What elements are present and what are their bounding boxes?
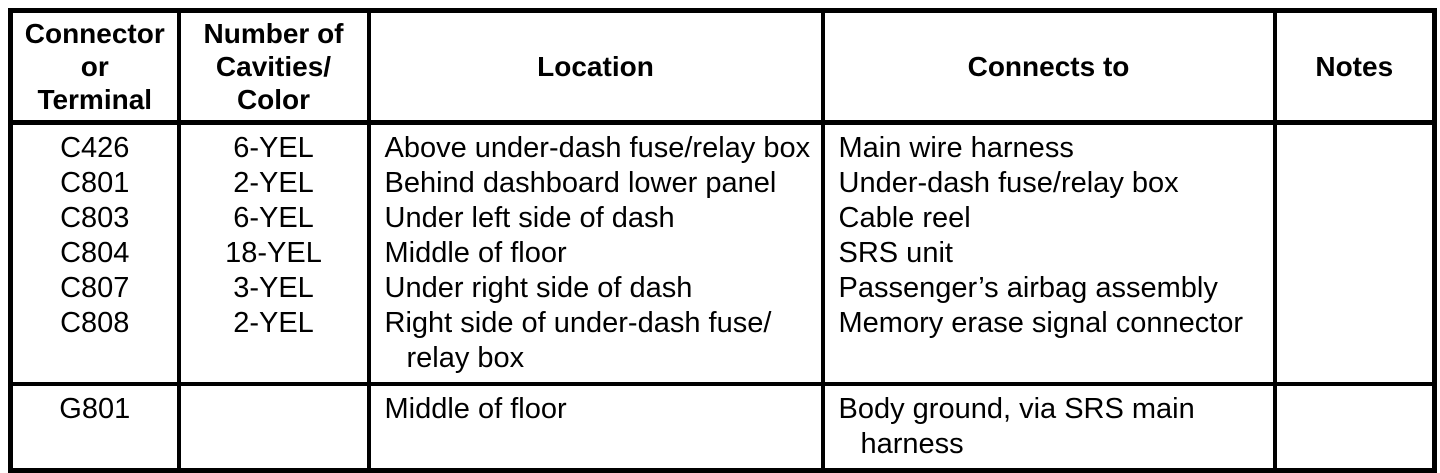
cavity-color-value: 6-YEL bbox=[233, 132, 314, 164]
connects-to-text: SRS unit bbox=[838, 237, 953, 269]
location-text: Right side of under-dash fuse/ relay box bbox=[384, 307, 772, 374]
connects-to-cell: Main wire harness Under-dash fuse/relay … bbox=[820, 120, 1277, 386]
cavity-color-value: 2-YEL bbox=[233, 167, 314, 199]
ground-row-band: G801 Middle of floor Body ground, via SR… bbox=[8, 382, 1437, 473]
connector-id: G801 bbox=[59, 393, 131, 425]
connector-id: C804 bbox=[60, 237, 130, 269]
cavities-color-cell bbox=[176, 382, 371, 473]
notes-cell bbox=[1272, 382, 1437, 473]
cavities-color-cell: 6-YEL 2-YEL 6-YEL 18-YEL 3-YEL 2-YEL bbox=[176, 120, 371, 386]
connects-to-text: Passenger’s airbag assembly bbox=[838, 272, 1218, 304]
location-text: Middle of floor bbox=[384, 393, 567, 425]
connects-to-text: Cable reel bbox=[838, 202, 971, 234]
connector-id: C807 bbox=[60, 272, 130, 304]
col-header-location: Location bbox=[366, 8, 825, 125]
col-header-notes: Notes bbox=[1272, 8, 1437, 125]
cavity-color-value: 2-YEL bbox=[233, 307, 314, 339]
connects-to-text: Body ground, via SRS main harness bbox=[838, 393, 1195, 460]
cavity-color-value: 6-YEL bbox=[233, 202, 314, 234]
location-text: Behind dashboard lower panel bbox=[384, 167, 777, 199]
location-text: Above under-dash fuse/relay box bbox=[384, 132, 811, 164]
connector-id-cell: C426 C801 C803 C804 C807 C808 bbox=[8, 120, 181, 386]
location-text: Under right side of dash bbox=[384, 272, 693, 304]
col-header-connector-or-terminal: Connector or Terminal bbox=[8, 8, 181, 125]
connects-to-text: Under-dash fuse/relay box bbox=[838, 167, 1179, 199]
connector-location-table-wrap: Connector or Terminal Number of Cavities… bbox=[8, 8, 1437, 473]
connector-id: C801 bbox=[60, 167, 130, 199]
connects-to-text: Memory erase signal connector bbox=[838, 307, 1244, 339]
header-row: Connector or Terminal Number of Cavities… bbox=[8, 8, 1437, 125]
cavity-color-value: 18-YEL bbox=[225, 237, 322, 269]
location-cell: Middle of floor bbox=[366, 382, 825, 473]
connector-rows-band: C426 C801 C803 C804 C807 C808 6-YEL 2-YE… bbox=[8, 120, 1437, 386]
col-header-number-of-cavities-color: Number of Cavities/ Color bbox=[176, 8, 371, 125]
col-header-connects-to: Connects to bbox=[820, 8, 1277, 125]
notes-cell bbox=[1272, 120, 1437, 386]
location-cell: Above under-dash fuse/relay box Behind d… bbox=[366, 120, 825, 386]
connects-to-text: Main wire harness bbox=[838, 132, 1074, 164]
connector-id-cell: G801 bbox=[8, 382, 181, 473]
connector-id: C808 bbox=[60, 307, 130, 339]
connector-id: C803 bbox=[60, 202, 130, 234]
connector-id: C426 bbox=[60, 132, 130, 164]
location-text: Middle of floor bbox=[384, 237, 567, 269]
connects-to-cell: Body ground, via SRS main harness bbox=[820, 382, 1277, 473]
connector-location-table: Connector or Terminal Number of Cavities… bbox=[8, 8, 1437, 473]
location-text: Under left side of dash bbox=[384, 202, 675, 234]
cavity-color-value: 3-YEL bbox=[233, 272, 314, 304]
